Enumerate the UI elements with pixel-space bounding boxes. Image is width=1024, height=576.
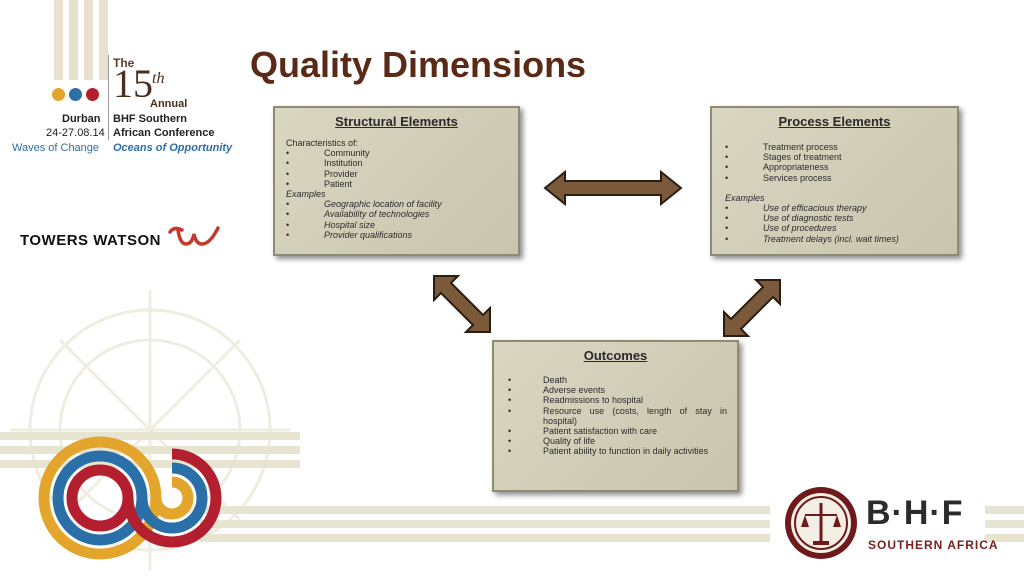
- structural-heading: Structural Elements: [335, 114, 458, 129]
- conference-the: The: [113, 56, 135, 70]
- waves-swirl-logo: [38, 436, 222, 560]
- outcomes-box: Outcomes •Death •Adverse events •Readmis…: [492, 340, 739, 492]
- sponsor-name: TOWERS WATSON: [20, 232, 161, 249]
- conference-tagline-right: Oceans of Opportunity: [113, 142, 233, 154]
- decor-stripe: [84, 0, 93, 80]
- blue-dot: [69, 88, 82, 101]
- conference-org-line1: BHF Southern: [113, 113, 187, 125]
- sponsor-logo-icon: [168, 226, 220, 246]
- process-examples-label: Examples: [725, 192, 765, 203]
- conference-city: Durban: [62, 113, 101, 125]
- list-item: •Quality of life: [508, 436, 596, 447]
- decor-stripe: [69, 0, 78, 80]
- decor-stripe: [0, 432, 300, 440]
- red-dot: [86, 88, 99, 101]
- conference-tagline-left: Waves of Change: [12, 142, 100, 154]
- bhf-letters: B·H·F: [866, 494, 964, 532]
- decor-stripe: [985, 520, 1024, 528]
- conference-ordinal: th: [152, 70, 165, 87]
- list-item: •Patient satisfaction with care: [508, 426, 658, 437]
- decor-stripe: [0, 446, 300, 454]
- list-item: •Adverse events: [508, 385, 606, 396]
- list-item: •Use of procedures: [725, 223, 837, 234]
- conference-dates: 24-27.08.14: [46, 127, 105, 139]
- bhf-subtitle: SOUTHERN AFRICA: [868, 538, 999, 552]
- list-item: •Death: [508, 375, 568, 385]
- list-item: •Appropriateness: [725, 162, 829, 173]
- decor-stripe: [54, 0, 63, 80]
- list-item: •Institution: [286, 158, 363, 169]
- list-item: •Treatment delays (incl. wait times): [725, 233, 899, 244]
- process-elements-box: Process Elements •Treatment process •Sta…: [710, 106, 959, 256]
- double-arrow-diagonal-left-icon: [433, 275, 491, 333]
- page-title: Quality Dimensions: [250, 44, 587, 85]
- conference-annual: Annual: [150, 98, 188, 110]
- conference-number: 15: [113, 61, 153, 106]
- double-arrow-horizontal-icon: [543, 169, 683, 207]
- double-arrow-diagonal-right-icon: [723, 279, 781, 337]
- decor-stripe: [985, 534, 1024, 542]
- list-item: •Patient ability to function in daily ac…: [508, 446, 709, 457]
- list-item: •Treatment process: [725, 142, 838, 152]
- decor-stripe: [200, 506, 770, 514]
- list-item: •Readmissions to hospital: [508, 395, 644, 406]
- process-heading: Process Elements: [778, 114, 891, 129]
- conference-org-line2: African Conference: [113, 127, 215, 139]
- logo-divider: [108, 55, 109, 140]
- list-item: •Patient: [286, 178, 353, 189]
- gold-dot: [52, 88, 65, 101]
- decor-stripe: [985, 506, 1024, 514]
- list-item: •Community: [286, 148, 370, 159]
- list-item: •Stages of treatment: [725, 152, 842, 163]
- decor-stripe: [200, 534, 770, 542]
- decor-stripe: [99, 0, 108, 80]
- list-item: •Resource use (costs, length of stay in …: [508, 405, 727, 426]
- list-item: •Provider qualifications: [286, 229, 413, 240]
- list-item: •Services process: [725, 172, 832, 183]
- outcomes-heading: Outcomes: [583, 348, 648, 363]
- structural-intro: Characteristics of:: [286, 138, 359, 148]
- structural-examples-label: Examples: [286, 189, 326, 200]
- list-item: •Provider: [286, 168, 358, 179]
- list-item: •Availability of technologies: [286, 209, 430, 220]
- list-item: •Use of efficacious therapy: [725, 203, 867, 214]
- list-item: •Hospital size: [286, 219, 376, 230]
- bhf-seal-logo: [785, 487, 857, 559]
- list-item: •Geographic location of facility: [286, 199, 442, 210]
- decor-stripe: [200, 520, 770, 528]
- structural-elements-box: Structural Elements Characteristics of: …: [273, 106, 520, 256]
- list-item: •Use of diagnostic tests: [725, 213, 854, 224]
